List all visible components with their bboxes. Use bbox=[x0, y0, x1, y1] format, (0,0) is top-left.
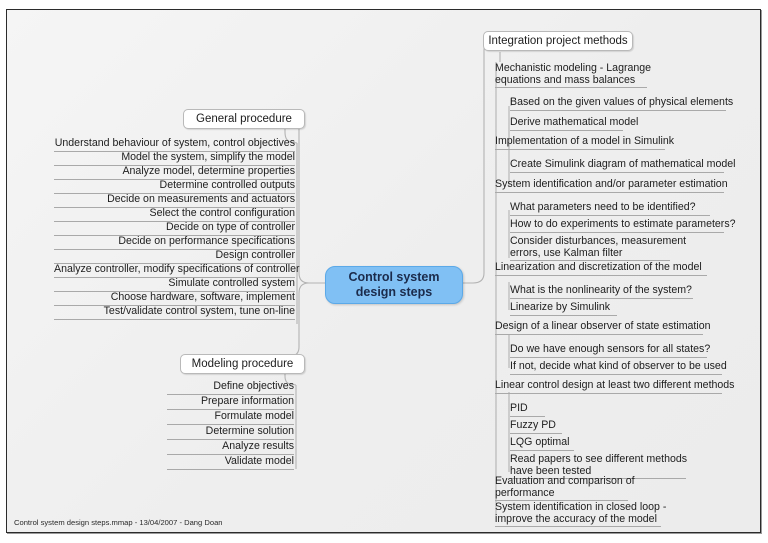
central-node[interactable]: Control system design steps bbox=[325, 266, 463, 304]
list-item[interactable]: What is the nonlinearity of the system? bbox=[510, 284, 693, 299]
list-item[interactable]: Analyze controller, modify specification… bbox=[54, 263, 300, 278]
list-item[interactable]: Linearize by Simulink bbox=[510, 301, 617, 316]
list-item[interactable]: Design of a linear observer of state est… bbox=[495, 320, 711, 335]
central-node-label: Control system design steps bbox=[349, 270, 440, 300]
list-item[interactable]: Implementation of a model in Simulink bbox=[495, 135, 674, 150]
branch-modeling-procedure[interactable]: Modeling procedure bbox=[180, 354, 305, 374]
list-item[interactable]: Prepare information bbox=[167, 395, 294, 410]
list-item[interactable]: PID bbox=[510, 402, 545, 417]
connector-lines bbox=[279, 39, 512, 522]
list-item[interactable]: LQG optimal bbox=[510, 436, 574, 451]
mindmap-canvas[interactable]: Control system design steps General proc… bbox=[7, 10, 760, 532]
list-item[interactable]: Define objectives bbox=[167, 380, 294, 395]
list-item[interactable]: Create Simulink diagram of mathematical … bbox=[510, 158, 736, 173]
list-item[interactable]: Select the control configuration bbox=[54, 207, 295, 222]
list-item[interactable]: Model the system, simplify the model bbox=[54, 151, 295, 166]
list-item[interactable]: Choose hardware, software, implement bbox=[54, 291, 295, 306]
list-item[interactable]: Test/validate control system, tune on-li… bbox=[54, 305, 295, 320]
list-item[interactable]: Derive mathematical model bbox=[510, 116, 638, 131]
list-item[interactable]: Consider disturbances, measurement error… bbox=[510, 235, 686, 262]
list-item[interactable]: If not, decide what kind of observer to … bbox=[510, 360, 727, 375]
list-item[interactable]: System identification in closed loop - i… bbox=[495, 501, 666, 528]
list-item[interactable]: Decide on type of controller bbox=[54, 221, 295, 236]
list-item[interactable]: Analyze results bbox=[167, 440, 294, 455]
central-node-line2: design steps bbox=[355, 285, 433, 299]
list-item[interactable]: Understand behaviour of system, control … bbox=[54, 137, 295, 152]
list-item[interactable]: Linear control design at least two diffe… bbox=[495, 379, 734, 394]
list-item[interactable]: Simulate controlled system bbox=[54, 277, 295, 292]
list-item[interactable]: Validate model bbox=[167, 455, 294, 470]
list-item[interactable]: Fuzzy PD bbox=[510, 419, 562, 434]
list-item[interactable]: Based on the given values of physical el… bbox=[510, 96, 733, 111]
list-item[interactable]: Decide on performance specifications bbox=[54, 235, 295, 250]
list-item[interactable]: Analyze model, determine properties bbox=[54, 165, 295, 180]
branch-label: Modeling procedure bbox=[191, 358, 294, 370]
document-footer: Control system design steps.mmap - 13/04… bbox=[14, 518, 223, 527]
central-node-line1: Control system bbox=[348, 270, 440, 284]
branch-general-procedure[interactable]: General procedure bbox=[183, 109, 305, 129]
list-item[interactable]: Determine solution bbox=[167, 425, 294, 440]
window-frame: Control system design steps General proc… bbox=[6, 9, 761, 533]
branch-integration-project-methods[interactable]: Integration project methods bbox=[483, 31, 633, 51]
branch-label: General procedure bbox=[196, 113, 292, 125]
list-item[interactable]: What parameters need to be identified? bbox=[510, 201, 710, 216]
list-item[interactable]: Linearization and discretization of the … bbox=[495, 261, 707, 276]
list-item[interactable]: Read papers to see different methods hav… bbox=[510, 453, 687, 480]
list-item[interactable]: System identification and/or parameter e… bbox=[495, 178, 728, 193]
list-item[interactable]: Evaluation and comparison of performance bbox=[495, 475, 635, 502]
list-item[interactable]: Determine controlled outputs bbox=[54, 179, 295, 194]
list-item[interactable]: Decide on measurements and actuators bbox=[54, 193, 295, 208]
list-item[interactable]: Design controller bbox=[54, 249, 295, 264]
list-item[interactable]: How to do experiments to estimate parame… bbox=[510, 218, 736, 233]
list-item[interactable]: Formulate model bbox=[167, 410, 294, 425]
list-item[interactable]: Do we have enough sensors for all states… bbox=[510, 343, 710, 358]
list-item[interactable]: Mechanistic modeling - Lagrange equation… bbox=[495, 62, 651, 89]
branch-label: Integration project methods bbox=[488, 35, 628, 47]
